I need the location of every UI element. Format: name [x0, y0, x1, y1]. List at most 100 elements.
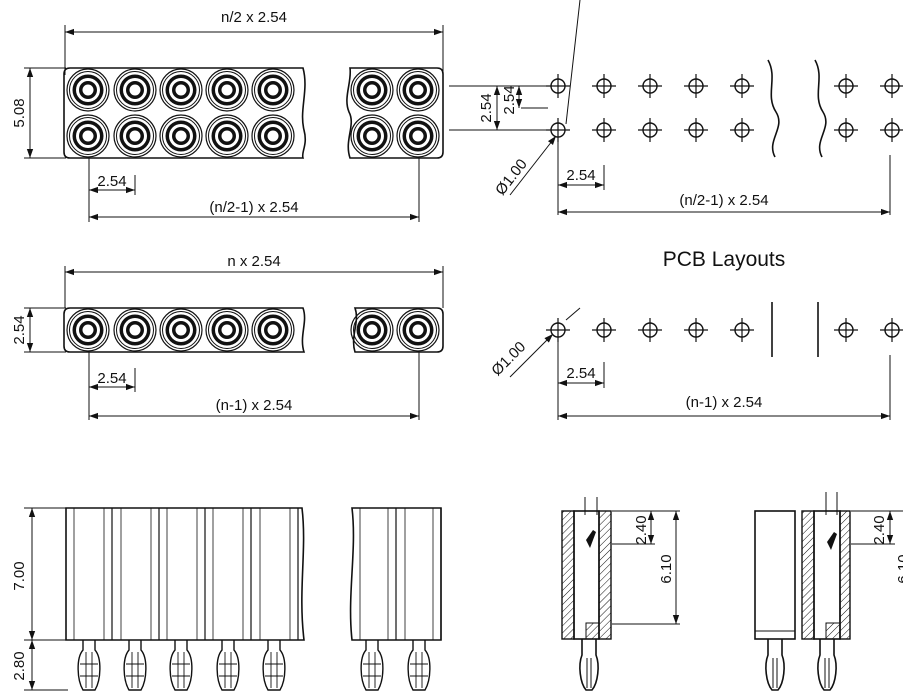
socket-contacts	[66, 68, 440, 158]
housing-outline-left	[63, 67, 307, 159]
socket-contact	[350, 68, 394, 112]
dim-contact-depth-a: 6.10	[658, 554, 675, 583]
socket-contact	[251, 308, 295, 352]
side-column	[120, 508, 160, 640]
pcb-hole	[834, 318, 858, 342]
pcb-layout-double-row: 2.54 2.54 Ø1.00 2.54 (n/2-1) x 2.54	[449, 0, 903, 216]
side-body-left	[65, 507, 305, 641]
housing-outline-left	[63, 307, 306, 353]
side-column	[359, 508, 397, 640]
side-pin	[77, 640, 101, 691]
socket-contact	[251, 114, 295, 158]
side-column	[404, 508, 442, 640]
contact-spring	[586, 530, 596, 548]
pcb-hole	[684, 318, 708, 342]
pcb-hole	[730, 118, 754, 142]
break-mark	[814, 59, 827, 158]
dim-span-pcb-double: (n/2-1) x 2.54	[679, 192, 768, 209]
socket-contact	[113, 308, 157, 352]
socket-contact	[159, 68, 203, 112]
socket-contact	[205, 114, 249, 158]
dim-span-double: (n/2-1) x 2.54	[209, 199, 298, 216]
section-title: PCB Layouts	[663, 248, 786, 271]
pcb-hole	[684, 74, 708, 98]
socket-contacts	[66, 308, 440, 352]
pcb-holes	[546, 318, 903, 342]
pcb-hole	[730, 74, 754, 98]
side-columns	[73, 508, 442, 640]
socket-contact	[205, 68, 249, 112]
side-pins	[77, 640, 431, 691]
cross-section-single: 2.40 6.10	[561, 497, 680, 691]
side-pin	[123, 640, 147, 691]
dim-span-single: (n-1) x 2.54	[216, 397, 293, 414]
pcb-hole	[880, 318, 903, 342]
cross-section-double: 2.40 6.10	[754, 492, 903, 691]
dim-entry-depth-a: 2.40	[633, 515, 650, 544]
side-body-right	[349, 507, 442, 641]
pcb-hole	[546, 118, 570, 142]
pcb-hole	[730, 318, 754, 342]
dim-pitch-double: 2.54	[97, 173, 126, 190]
dim-pitch-pcb-double: 2.54	[566, 167, 595, 184]
socket-contact	[396, 308, 440, 352]
dim-row-spacing-pcb-b: 2.54	[501, 85, 518, 114]
side-pin	[169, 640, 193, 691]
socket-contact	[159, 308, 203, 352]
pcb-hole	[684, 118, 708, 142]
pcb-hole	[638, 318, 662, 342]
top-view-double-row: n/2 x 2.54 5.08 2.54 (n/2-1) x 2.54	[11, 9, 444, 222]
cross-pin	[817, 639, 837, 691]
cross-pin	[765, 639, 785, 691]
contact-spring	[827, 532, 837, 550]
side-pin	[262, 640, 286, 691]
pcb-hole	[592, 118, 616, 142]
dim-height-single: 2.54	[11, 315, 28, 344]
socket-contact	[159, 114, 203, 158]
dim-hole-diameter-double: Ø1.00	[492, 156, 531, 199]
dim-body-height: 7.00	[11, 561, 28, 590]
socket-contact	[113, 68, 157, 112]
housing-outline-right	[352, 307, 444, 353]
pcb-hole	[592, 318, 616, 342]
socket-contact	[396, 68, 440, 112]
socket-contact	[396, 114, 440, 158]
socket-contact	[66, 114, 110, 158]
dim-pitch-pcb-single: 2.54	[566, 365, 595, 382]
socket-contact	[113, 114, 157, 158]
dim-pitch-single: 2.54	[97, 370, 126, 387]
dim-contact-depth-b: 6.10	[895, 554, 903, 583]
pcb-hole	[880, 74, 903, 98]
socket-contact	[350, 308, 394, 352]
pcb-hole	[834, 118, 858, 142]
side-pin	[407, 640, 431, 691]
side-column	[212, 508, 252, 640]
side-pin	[216, 640, 240, 691]
dim-entry-depth-b: 2.40	[871, 515, 888, 544]
dim-row-spacing-double: 5.08	[11, 98, 28, 127]
dim-span-pcb-single: (n-1) x 2.54	[686, 394, 763, 411]
pcb-layout-single-row: Ø1.00 2.54 (n-1) x 2.54	[488, 302, 903, 420]
pcb-hole	[638, 118, 662, 142]
pcb-hole	[834, 74, 858, 98]
dim-overall-width-single: n x 2.54	[227, 253, 280, 270]
socket-contact	[66, 68, 110, 112]
side-view: 7.00 2.80	[11, 507, 442, 691]
pcb-holes	[546, 74, 903, 142]
dim-pin-length: 2.80	[11, 651, 28, 680]
side-column	[166, 508, 206, 640]
dim-hole-diameter-single: Ø1.00	[488, 338, 529, 379]
dim-overall-width-double: n/2 x 2.54	[221, 9, 287, 26]
pcb-hole	[638, 74, 662, 98]
socket-contact	[66, 308, 110, 352]
socket-contact	[205, 308, 249, 352]
cross-pin	[579, 639, 599, 691]
pcb-hole	[592, 74, 616, 98]
side-column	[259, 508, 299, 640]
pcb-hole	[546, 74, 570, 98]
pcb-hole	[880, 118, 903, 142]
socket-contact	[350, 114, 394, 158]
socket-contact	[251, 68, 295, 112]
side-pin	[360, 640, 384, 691]
